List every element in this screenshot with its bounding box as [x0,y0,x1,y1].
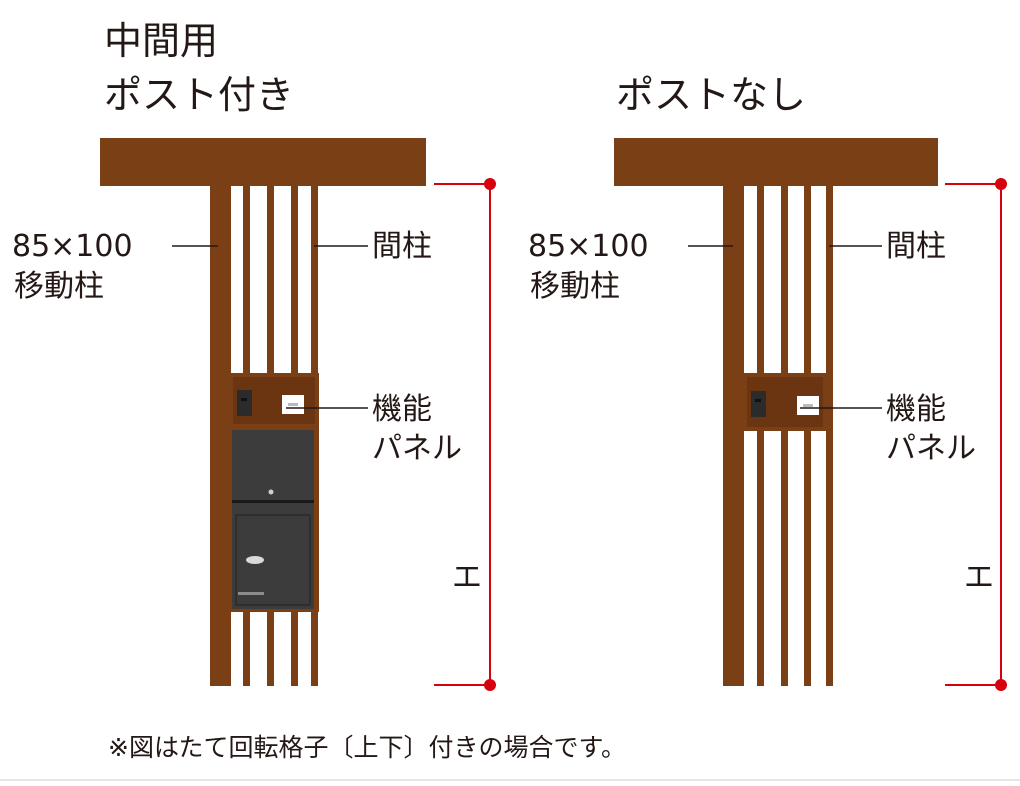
right-unit [614,138,938,686]
left-dimension-label: エ [452,560,482,595]
intercom-icon [237,390,252,416]
left-unit [100,138,426,686]
left-dimension [434,178,496,691]
footnote: ※図はたて回転格子〔上下〕付きの場合です。 [108,733,626,762]
right-moving-post [723,186,744,686]
left-function-panel [229,373,319,428]
right-post-label-line1: 85×100 [528,229,649,264]
right-intermediate-post [826,186,833,686]
right-function-panel [743,373,827,431]
right-top-beam [614,138,938,186]
left-post-box [229,428,319,612]
left-post-label-line2: 移動柱 [14,269,104,304]
right-slat-2 [781,186,788,686]
right-dimension-label: エ [964,560,994,595]
right-post-label-line2: 移動柱 [530,269,620,304]
left-title-line2: ポスト付き [104,73,295,117]
right-panel-label-line2: パネル [886,431,976,466]
right-intermediate-label: 間柱 [886,229,946,264]
keyhole-icon [268,489,274,495]
post-handle-icon [246,556,264,564]
intercom-icon [751,391,766,417]
left-panel-label-line2: パネル [372,431,462,466]
right-panel-label-line1: 機能 [886,392,946,427]
left-title-line1: 中間用 [104,19,219,63]
left-post-label-line1: 85×100 [12,229,133,264]
right-title: ポストなし [616,73,807,117]
left-panel-label-line1: 機能 [372,392,432,427]
left-intermediate-label: 間柱 [372,229,432,264]
right-slat-1 [757,186,764,686]
left-top-beam [100,138,426,186]
left-moving-post [210,186,231,686]
right-slat-3 [804,186,811,686]
right-dimension [945,178,1007,691]
